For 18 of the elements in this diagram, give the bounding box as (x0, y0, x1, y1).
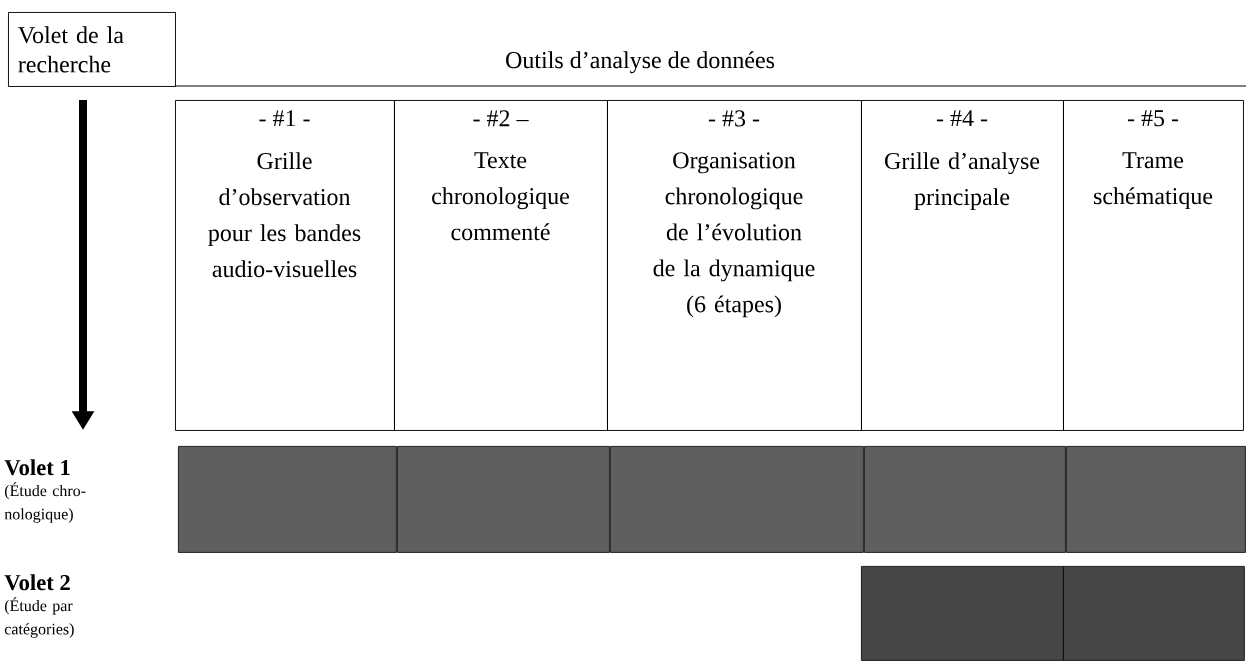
volet-note: (Étude par catégories) (4, 597, 74, 638)
hatched-bar (861, 566, 1064, 661)
volet-note: (Étude chro-nologique) (4, 482, 86, 523)
hatched-bar (178, 446, 397, 553)
hatched-bar (397, 446, 610, 553)
tool-column: - #4 - Grille d’analyse principale (861, 100, 1064, 431)
tool-column: - #2 – Texte chronologique commenté (394, 100, 608, 431)
tool-column: - #1 - Grille d’observation pour les bandes audio-visuelles (175, 100, 395, 431)
volet-heading: Volet 1 (4, 459, 70, 476)
tool-column: - #3 - Organisation chronologique de l’évolution de la dynamique (6 étapes) (607, 100, 862, 431)
hatched-bar (864, 446, 1066, 553)
volet-heading: Volet 2 (4, 574, 70, 591)
label-box: Volet de la recherche (8, 12, 176, 87)
hatched-bar (1066, 446, 1246, 553)
hatched-bar (1063, 566, 1245, 661)
title: Outils d’analyse de données (506, 51, 775, 74)
tool-column: - #5 - Trame schématique (1063, 100, 1244, 431)
hatched-bar (610, 446, 864, 553)
